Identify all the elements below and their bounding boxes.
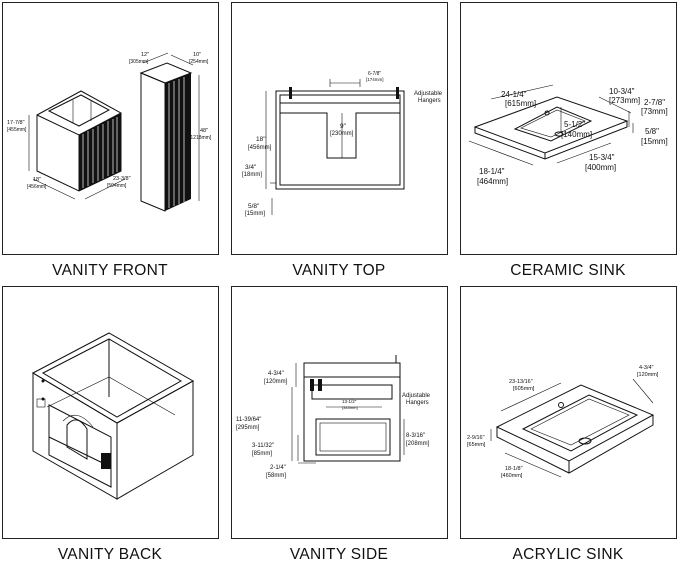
panel-vanity-front: 12" [305mm] 10" [254mm] 17-7/8" [455mm] … (2, 2, 219, 255)
panel-acrylic-sink: 23-13/16" [605mm] 4-3/4" [120mm] 2-9/16"… (460, 286, 677, 539)
top-dim-34-mm: [18mm] (242, 172, 262, 178)
ceramic-dim-512-mm: [140mm] (561, 130, 592, 139)
dim-17-mm: [455mm] (7, 127, 27, 133)
dim-12: 12" (141, 52, 149, 58)
ceramic-dim-10: 10-3/4" (609, 87, 635, 96)
acrylic-dim-23: 23-13/16" (509, 379, 533, 385)
top-dim-9: 9" (340, 123, 347, 130)
ceramic-dim-10-mm: [273mm] (609, 96, 640, 105)
caption-acrylic-sink: ACRYLIC SINK (512, 546, 624, 563)
dim-18-mm: [456mm] (27, 184, 47, 190)
ceramic-dim-27: 2-7/8" (644, 98, 665, 107)
side-dim-3-mm: [85mm] (252, 451, 272, 457)
acrylic-dim-23-mm: [605mm] (513, 386, 535, 392)
top-dim-58-mm: [15mm] (245, 211, 265, 217)
side-dim-11: 11-39/64" (236, 417, 261, 423)
ceramic-dim-24-mm: [615mm] (505, 99, 536, 108)
dim-48-mm: [1218mm] (189, 135, 212, 141)
ceramic-dim-15: 15-3/4" (589, 153, 615, 162)
ceramic-dim-512: 5-1/2" (564, 120, 585, 129)
panel-vanity-side: 4-3/4" [120mm] Adjustable Hangers 13-1/2… (231, 286, 448, 539)
top-hangers-line1: Adjustable (414, 91, 443, 97)
slatted-front (79, 113, 121, 191)
ceramic-dim-18-mm: [464mm] (477, 177, 508, 186)
dim-48: 48" (200, 128, 208, 134)
side-dim-8: 8-3/16" (406, 433, 425, 439)
side-dim-3: 3-11/32" (252, 443, 274, 449)
side-dim-11-mm: [295mm] (236, 425, 260, 431)
ceramic-sink-drawing: 24-1/4" [615mm] 10-3/4" [273mm] 2-7/8" [… (468, 84, 668, 186)
acrylic-sink-outline (495, 384, 655, 474)
tall-cabinet (139, 62, 193, 212)
acrylic-dim-434-mm: [120mm] (637, 372, 659, 378)
panel-ceramic-sink: 24-1/4" [615mm] 10-3/4" [273mm] 2-7/8" [… (460, 2, 677, 255)
dim-23-mm: [594mm] (107, 183, 127, 189)
vanity-top-drawing: 6-7/8" [174mm] Adjustable Hangers 18" [4… (242, 71, 443, 217)
side-hangers-line2: Hangers (406, 400, 429, 406)
dim-10-mm: [254mm] (189, 59, 209, 65)
acrylic-dim-18-mm: [460mm] (501, 473, 523, 479)
ceramic-dim-15-mm: [400mm] (585, 163, 616, 172)
panel-vanity-top: 6-7/8" [174mm] Adjustable Hangers 18" [4… (231, 2, 448, 255)
side-dim-2-mm: [58mm] (266, 473, 286, 479)
top-dim-18-mm: [456mm] (248, 145, 272, 151)
side-dim-2: 2-1/4" (270, 465, 286, 471)
vanity-side-drawing: 4-3/4" [120mm] Adjustable Hangers 13-1/2… (236, 355, 431, 479)
top-dim-6: 6-7/8" (368, 71, 381, 77)
caption-vanity-back: VANITY BACK (57, 546, 163, 563)
caption-vanity-top: VANITY TOP (292, 262, 386, 279)
dim-10: 10" (193, 52, 201, 58)
acrylic-dim-2: 2-9/16" (467, 435, 485, 441)
caption-vanity-front: VANITY FRONT (52, 262, 168, 279)
vanity-back-drawing (31, 332, 195, 500)
ceramic-sink-outline (473, 96, 629, 160)
dim-17: 17-7/8" (7, 120, 25, 126)
vanity-front-drawing: 12" [305mm] 10" [254mm] 17-7/8" [455mm] … (7, 52, 212, 212)
top-dim-9-mm: [230mm] (330, 131, 354, 137)
ceramic-dim-58: 5/8" (645, 127, 659, 136)
acrylic-sink-drawing: 23-13/16" [605mm] 4-3/4" [120mm] 2-9/16"… (467, 365, 659, 479)
dim-18: 18" (33, 177, 41, 183)
acrylic-dim-18: 18-1/8" (505, 466, 523, 472)
ceramic-dim-58-mm: [15mm] (641, 137, 668, 146)
top-dim-18: 18" (256, 136, 266, 143)
side-dim-434-mm: [120mm] (264, 379, 288, 385)
acrylic-dim-2-mm: [65mm] (467, 442, 486, 448)
top-dim-6-mm: [174mm] (366, 77, 384, 82)
dim-12-mm: [305mm] (129, 59, 149, 65)
top-hangers-line2: Hangers (418, 98, 441, 104)
side-dim-434: 4-3/4" (268, 371, 284, 377)
vanity-back-outline (31, 332, 195, 500)
top-dim-34: 3/4" (245, 164, 257, 171)
caption-ceramic-sink: CERAMIC SINK (510, 262, 626, 279)
ceramic-dim-24: 24-1/4" (501, 90, 527, 99)
vanity-side-outline (303, 355, 401, 462)
ceramic-dim-18: 18-1/4" (479, 167, 505, 176)
top-dim-58: 5/8" (248, 203, 260, 210)
side-dim-13-mm: [343mm] (342, 405, 358, 410)
side-dim-13: 13-1/2" (342, 399, 357, 404)
top-outline (275, 87, 405, 190)
side-hangers-line1: Adjustable (402, 393, 431, 399)
side-dim-8-mm: [208mm] (406, 441, 430, 447)
dim-23: 23-3/8" (113, 176, 131, 182)
acrylic-dim-434: 4-3/4" (639, 365, 654, 371)
ceramic-dim-27-mm: [73mm] (641, 107, 668, 116)
panel-vanity-back (2, 286, 219, 539)
caption-vanity-side: VANITY SIDE (289, 546, 389, 563)
